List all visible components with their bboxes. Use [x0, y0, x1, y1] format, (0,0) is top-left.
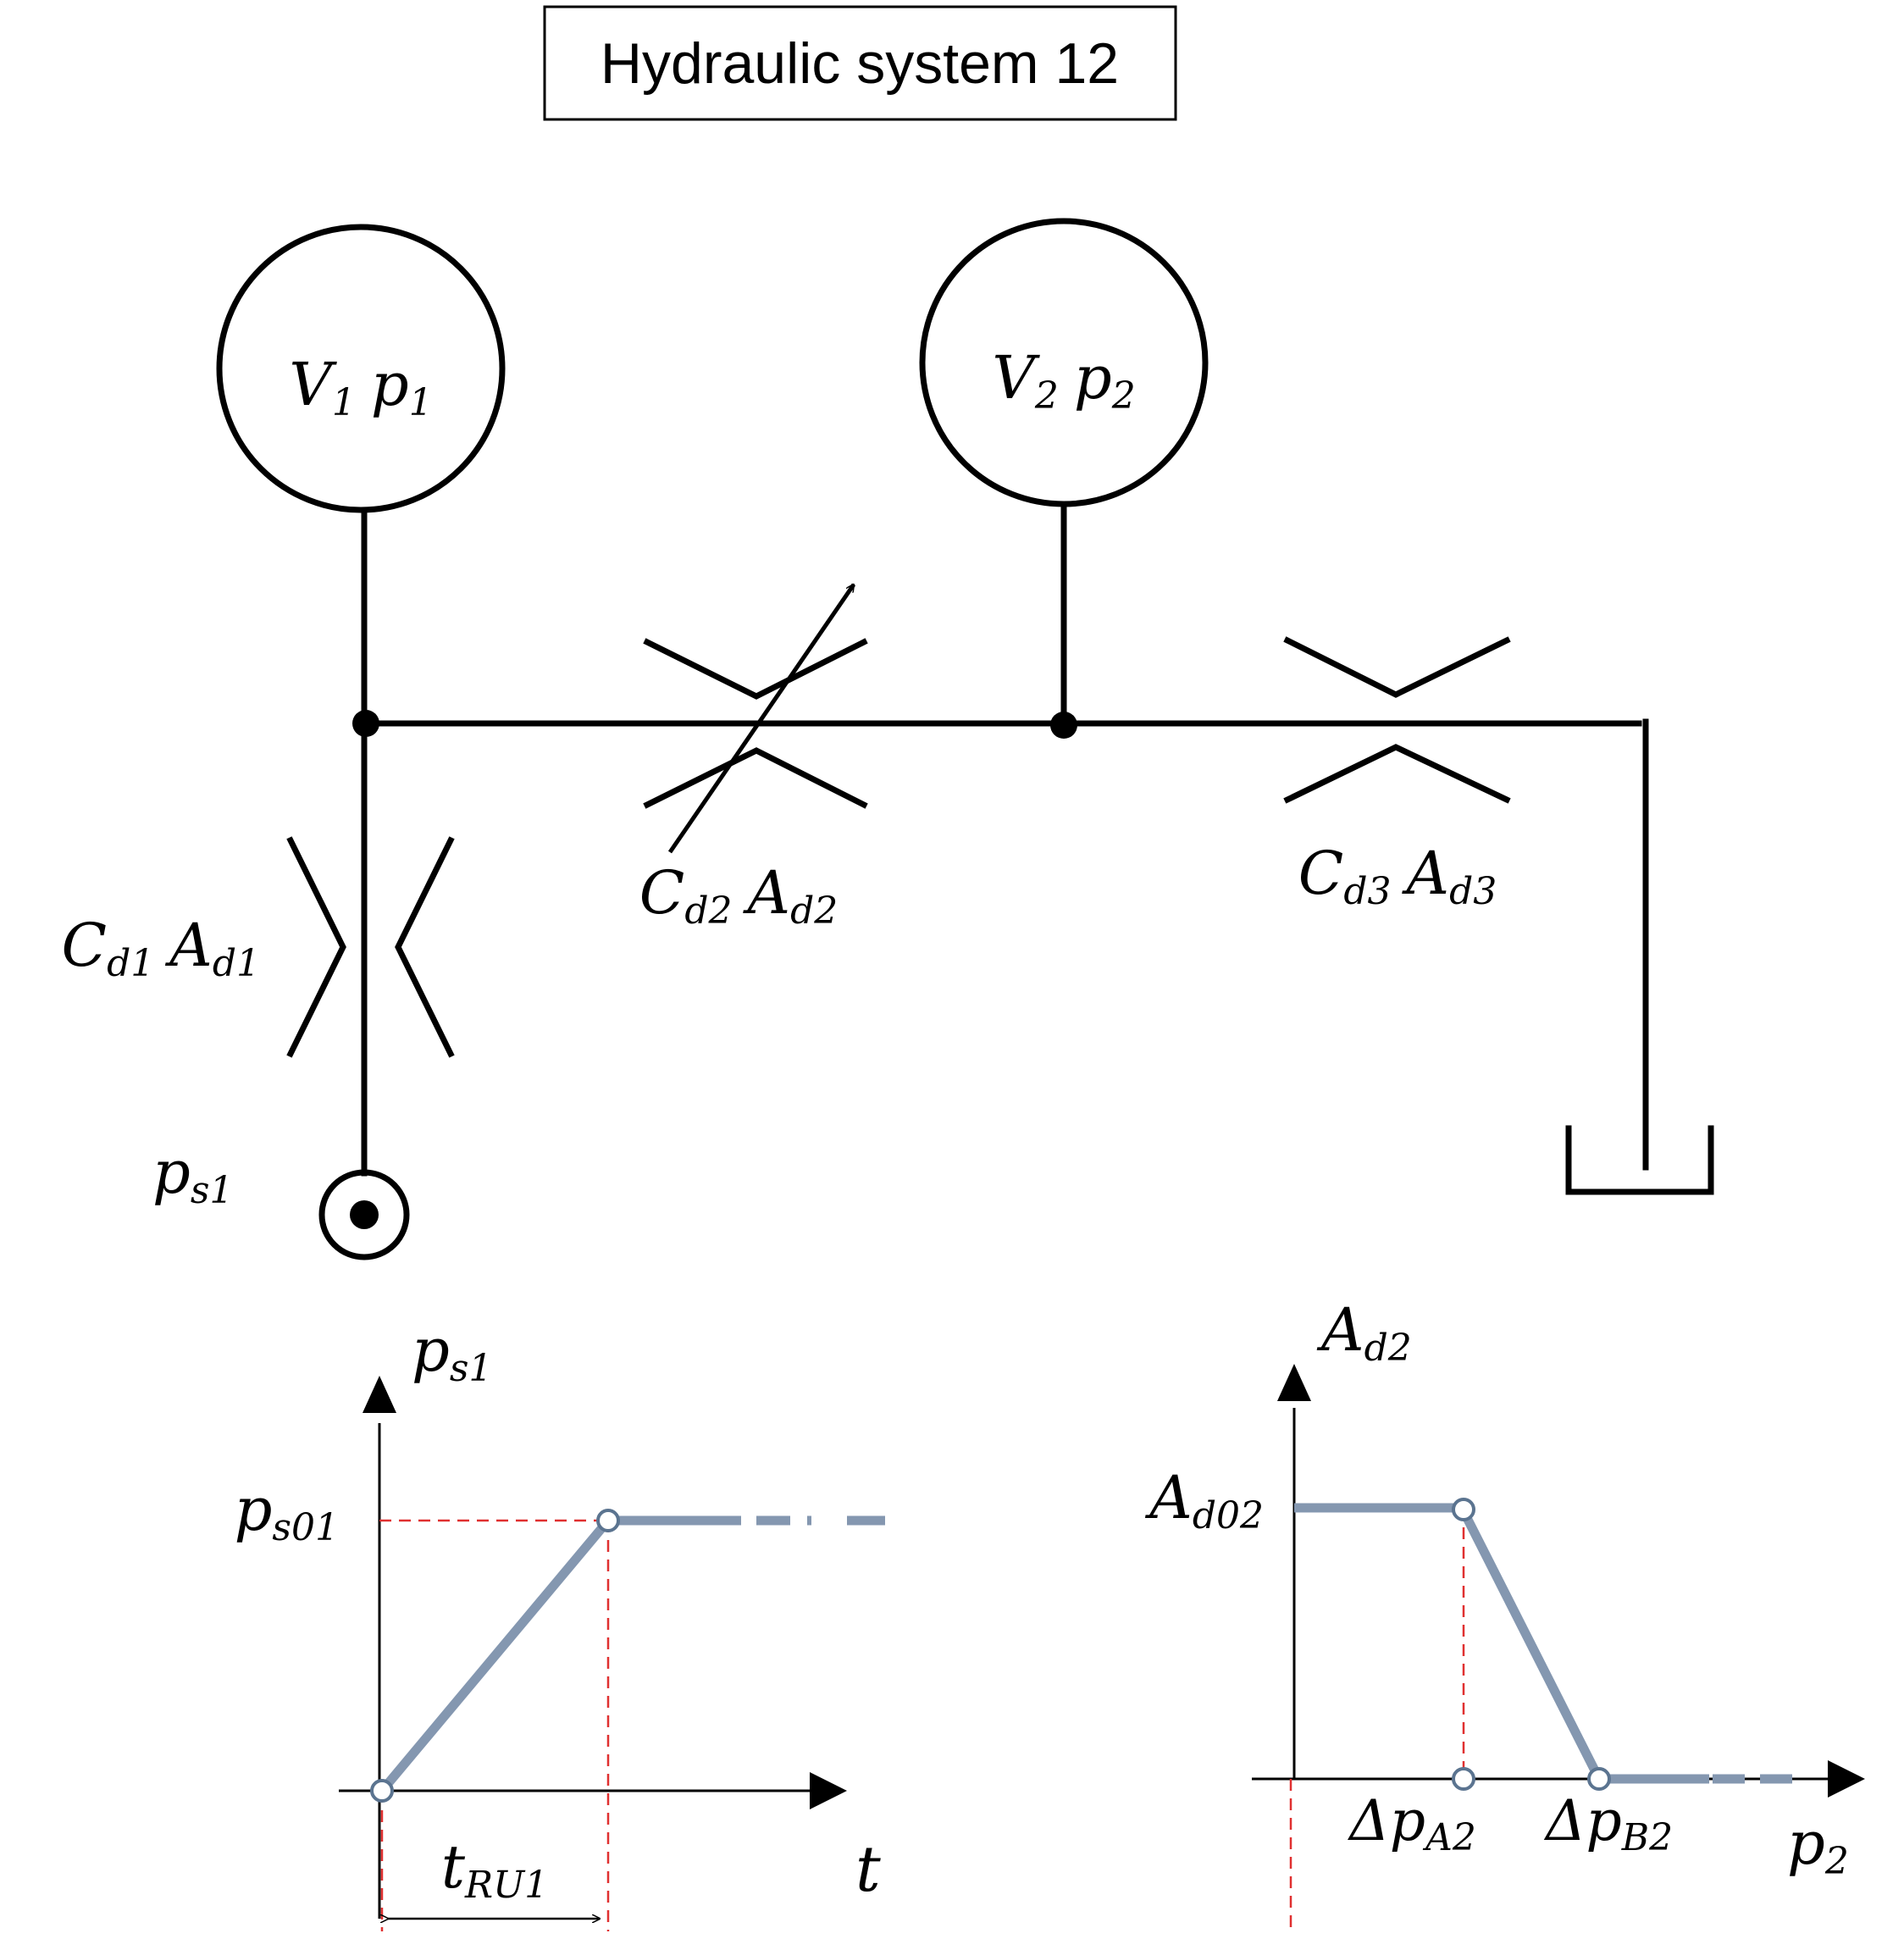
- chart1-point-origin: [370, 1779, 394, 1803]
- chart1-ramp-segment: [378, 1517, 612, 1794]
- orifice-1-right: [395, 836, 455, 1058]
- volume-v1-circle: [216, 224, 506, 513]
- chart1-x-arrow: [810, 1772, 847, 1809]
- chart2-y-arrow: [1277, 1364, 1311, 1401]
- orifice-1-left: [286, 836, 346, 1058]
- chart1-point-corner: [596, 1509, 620, 1532]
- diagram-title: Hydraulic system 12: [601, 31, 1119, 96]
- chart2-decline-segment: [1458, 1505, 1603, 1781]
- chart2-point-pb2: [1587, 1767, 1611, 1791]
- chart-orifice-area: Ad2 p2 Ad02 ΔpA2 ΔpB2: [1144, 1295, 1865, 1933]
- pressure-source-center: [350, 1200, 379, 1229]
- orifice-2-top: [643, 638, 868, 700]
- chart1-x-label: t: [855, 1833, 881, 1906]
- junction-dot-left: [352, 710, 379, 737]
- chart2-point-pa2-axis: [1452, 1767, 1475, 1791]
- orifice-2-bottom: [643, 747, 868, 809]
- chart2-point-pa2-top: [1452, 1498, 1475, 1521]
- chart2-x-arrow: [1828, 1760, 1865, 1798]
- volume-v2-circle: [919, 218, 1209, 507]
- orifice-3-bottom: [1283, 744, 1511, 804]
- pressure-source-icon: [318, 1169, 410, 1260]
- chart2-xtick-pb2: ΔpB2: [1543, 1788, 1673, 1859]
- chart2-y-label: Ad2: [1316, 1295, 1412, 1370]
- chart2-ytick-label: Ad02: [1144, 1463, 1264, 1537]
- title-box: [543, 5, 1177, 121]
- chart1-interval-label: tRU1: [441, 1832, 548, 1907]
- orifice-3-top: [1283, 636, 1511, 698]
- chart2-xtick-pa2: ΔpA2: [1347, 1788, 1476, 1859]
- chart1-ytick-label: ps01: [235, 1475, 339, 1549]
- chart2-x-label: p2: [1787, 1809, 1849, 1883]
- tank-icon: [1565, 1125, 1714, 1195]
- junction-dot-right: [1050, 712, 1077, 739]
- chart-supply-pressure: ps1 t ps01 tRU1: [235, 1316, 885, 1931]
- variable-orifice-arrow: [667, 584, 856, 854]
- chart1-y-label: ps1: [412, 1316, 492, 1390]
- pressure-source-label: ps1: [152, 1138, 233, 1212]
- chart1-y-arrow: [363, 1376, 396, 1413]
